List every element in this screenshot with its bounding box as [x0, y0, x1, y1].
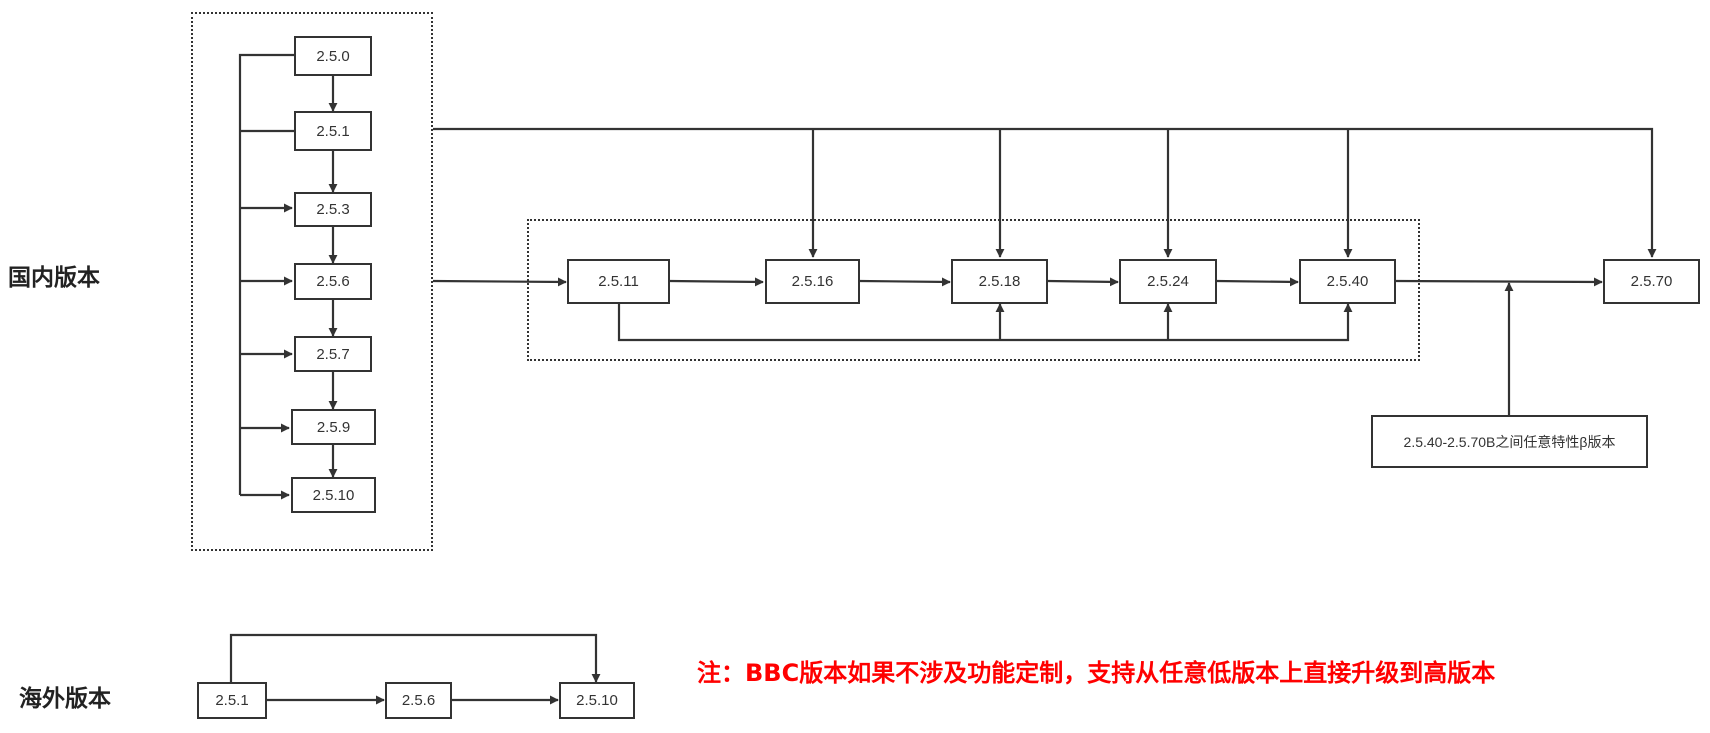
version-node-2-5-18: 2.5.18 [951, 259, 1048, 304]
version-node-2-5-3: 2.5.3 [294, 192, 372, 227]
edge-2524-2540 [1216, 277, 1299, 287]
overseas-label: 海外版本 [19, 686, 111, 712]
version-node-2-5-9: 2.5.9 [291, 409, 376, 445]
overseas-node-2-5-10: 2.5.10 [559, 682, 635, 719]
version-node-2-5-10: 2.5.10 [291, 477, 376, 513]
domestic-label: 国内版本 [8, 265, 100, 291]
version-node-2-5-40: 2.5.40 [1299, 259, 1396, 304]
version-node-2-5-70: 2.5.70 [1603, 259, 1700, 304]
top-bus [433, 127, 1657, 258]
edge-group-2511 [432, 277, 567, 287]
group-2-5-11-to-2-5-40 [527, 219, 1420, 361]
left-bus [238, 53, 294, 495]
overseas-node-2-5-1: 2.5.1 [197, 682, 267, 719]
edge-2516-2518 [859, 277, 951, 287]
edge-2518-2524 [1047, 277, 1119, 287]
edge-2540-2570 [1395, 277, 1603, 287]
group-domestic-2-5-0-to-2-5-10 [191, 12, 433, 551]
version-node-2-5-1: 2.5.1 [294, 111, 372, 151]
beta-version-node: 2.5.40-2.5.70B之间任意特性β版本 [1371, 415, 1648, 468]
bottom-bus [617, 303, 1353, 342]
version-node-2-5-0: 2.5.0 [294, 36, 372, 76]
version-node-2-5-16: 2.5.16 [765, 259, 860, 304]
edge-os-251-2510 [229, 633, 601, 683]
edge-2511-2516 [669, 277, 764, 287]
version-node-2-5-24: 2.5.24 [1119, 259, 1217, 304]
version-node-2-5-7: 2.5.7 [294, 336, 372, 372]
version-node-2-5-11: 2.5.11 [567, 259, 670, 304]
upgrade-note: 注：BBC版本如果不涉及功能定制，支持从任意低版本上直接升级到高版本 [697, 659, 1496, 687]
overseas-node-2-5-6: 2.5.6 [385, 682, 452, 719]
version-node-2-5-6: 2.5.6 [294, 263, 372, 300]
